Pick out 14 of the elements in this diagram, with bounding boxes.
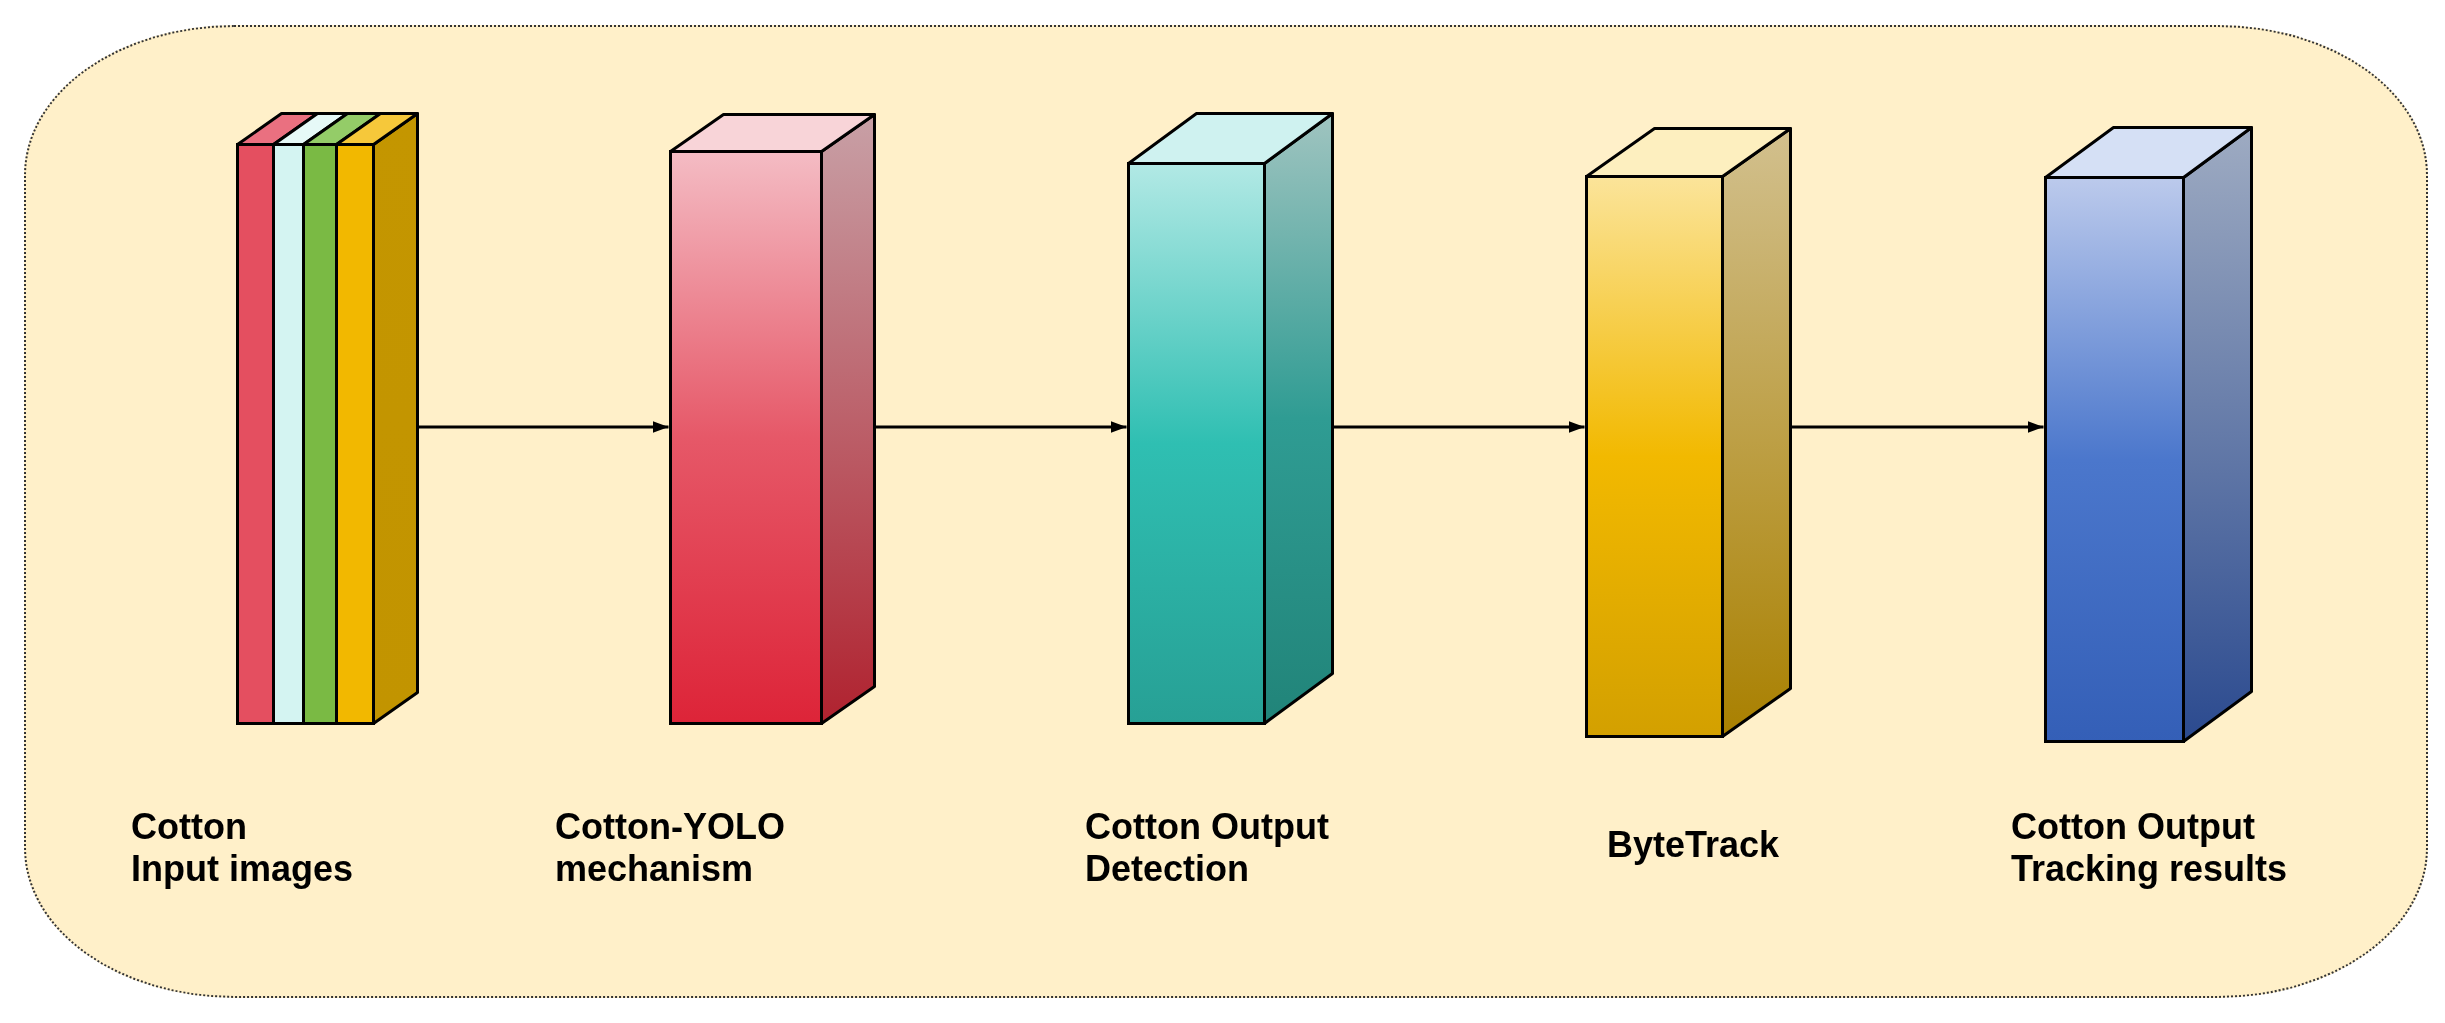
cuboid-block: [1584, 126, 1792, 738]
arrow: [1791, 421, 2044, 433]
layered-image-stack: [235, 111, 419, 725]
block-caption: Cotton Input images: [131, 806, 355, 890]
arrow: [418, 421, 669, 433]
cuboid-block: [668, 112, 876, 725]
cuboid-block: [1126, 111, 1334, 725]
cuboid-block: [2043, 125, 2253, 743]
block-caption: Cotton-YOLO mechanism: [555, 806, 786, 890]
block-caption: ByteTrack: [1607, 824, 1781, 866]
block-caption: Cotton Output Detection: [1085, 806, 1330, 890]
block-caption: Cotton Output Tracking results: [2011, 806, 2289, 890]
arrow: [1333, 421, 1585, 433]
arrow: [875, 421, 1127, 433]
